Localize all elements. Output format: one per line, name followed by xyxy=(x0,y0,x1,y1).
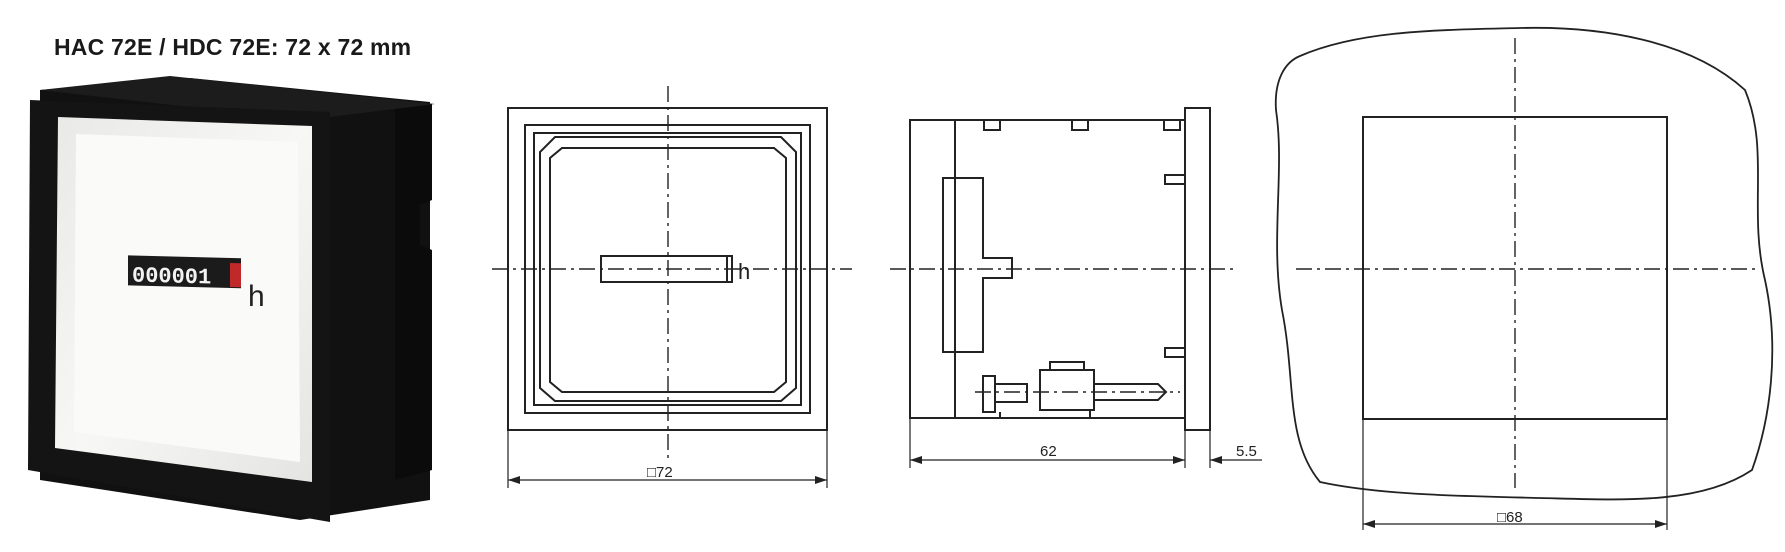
front-width-dim-label: □72 xyxy=(647,464,673,481)
front-centerlines xyxy=(492,86,852,460)
product-photo: 000001 h xyxy=(28,76,435,522)
cutout-width-dimension xyxy=(1362,419,1668,530)
side-clip-1 xyxy=(983,120,1001,131)
panel-outline xyxy=(1274,26,1774,501)
housing-side xyxy=(395,100,432,480)
side-connector xyxy=(1039,369,1095,411)
side-clip-3 xyxy=(1163,120,1181,131)
front-window-outline xyxy=(539,136,797,402)
side-depth-dimension xyxy=(909,418,1262,468)
counter-red-digit xyxy=(230,263,241,288)
side-connector-top xyxy=(1049,361,1085,371)
cutout-width-dim-label: □68 xyxy=(1497,509,1523,526)
side-tab-1 xyxy=(1164,174,1186,185)
side-screw-head xyxy=(982,375,996,413)
side-tab-2 xyxy=(1164,347,1186,358)
side-depth-dim-label: 62 xyxy=(1040,443,1057,460)
product-title: HAC 72E / HDC 72E: 72 x 72 mm xyxy=(54,34,412,60)
side-terminal-block xyxy=(942,177,1013,353)
cutout-view xyxy=(1274,26,1774,501)
side-clip-2 xyxy=(1071,120,1089,131)
side-bezel-dim-label: 5.5 xyxy=(1236,443,1257,460)
side-pin xyxy=(1094,383,1168,401)
side-screw-shank xyxy=(994,383,1028,403)
front-unit-label: h xyxy=(738,259,750,284)
photo-unit-label: h xyxy=(248,280,265,313)
dial-inner-face xyxy=(74,134,300,462)
counter-window xyxy=(128,255,241,289)
counter-digits: 000001 xyxy=(132,263,211,290)
front-width-dimension xyxy=(507,430,828,488)
housing-top xyxy=(40,76,435,120)
cutout-centerlines xyxy=(1296,38,1758,488)
front-window-inner xyxy=(549,147,787,393)
side-centerlines xyxy=(890,268,1238,393)
